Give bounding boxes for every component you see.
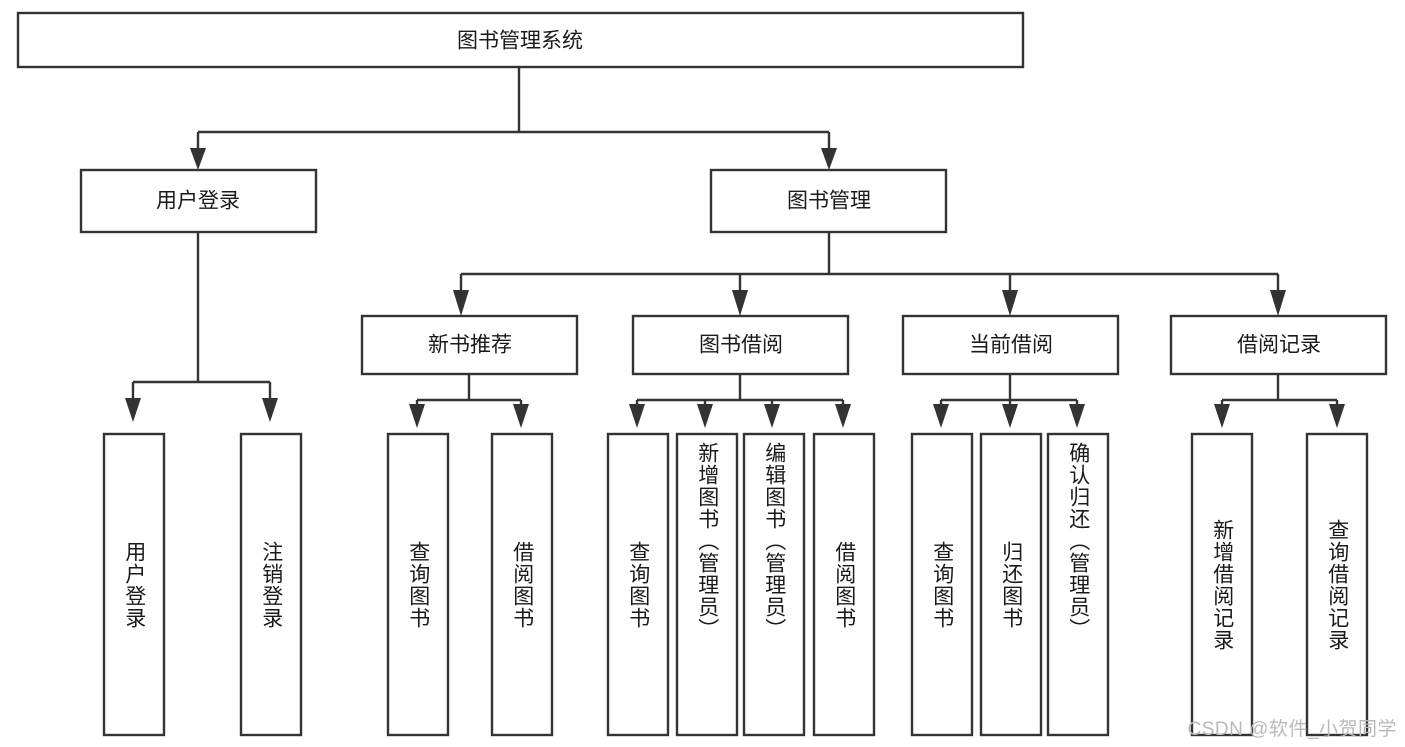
node-box-leaf-borrow-record-1[interactable] — [1190, 432, 1254, 737]
arrow-head-user-login — [190, 148, 206, 170]
node-box-new-book-recommend[interactable] — [360, 314, 579, 376]
arrow-head-leaf-new-book-1 — [409, 404, 425, 428]
node-box-leaf-current-borrow-2[interactable] — [979, 432, 1043, 737]
node-box-leaf-new-book-2[interactable] — [490, 432, 554, 737]
arrow-head-leaf-borrow-record-1 — [1214, 404, 1230, 428]
node-box-leaf-new-book-1[interactable] — [386, 432, 450, 737]
node-label-root: 图书管理系统 — [457, 30, 583, 53]
node-label-current-borrow: 当前借阅 — [969, 334, 1053, 357]
connector-group-user-login — [125, 232, 278, 422]
node-box-leaf-borrow-record-2[interactable] — [1305, 432, 1369, 737]
arrow-head-leaf-new-book-2 — [513, 404, 529, 428]
node-box-leaf-book-borrow-2[interactable] — [675, 432, 739, 737]
node-box-leaf-current-borrow-1[interactable] — [910, 432, 974, 737]
connector-group-book-borrow — [629, 374, 851, 428]
node-box-leaf-book-borrow-1[interactable] — [606, 432, 670, 737]
node-label-borrow-record: 借阅记录 — [1237, 334, 1321, 357]
arrow-head-leaf-user-login-2 — [262, 398, 278, 422]
node-box-leaf-current-borrow-3[interactable] — [1046, 432, 1110, 737]
arrow-head-leaf-borrow-record-2 — [1329, 404, 1345, 428]
node-box-current-borrow[interactable] — [901, 314, 1120, 376]
arrow-head-leaf-user-login-1 — [125, 398, 141, 422]
arrow-head-leaf-current-borrow-2 — [1002, 404, 1018, 428]
node-label-user-login: 用户登录 — [156, 190, 240, 213]
node-box-leaf-book-borrow-4[interactable] — [812, 432, 876, 737]
node-box-leaf-user-login-1[interactable] — [102, 432, 166, 737]
node-label-book-borrow: 图书借阅 — [699, 334, 783, 357]
arrow-head-leaf-current-borrow-1 — [933, 404, 949, 428]
arrow-head-leaf-current-borrow-3 — [1069, 404, 1085, 428]
connector-group-borrow-record — [1214, 374, 1345, 428]
connector-group-book-mgmt — [453, 232, 1286, 316]
node-box-leaf-user-login-2[interactable] — [239, 432, 303, 737]
connector-group-current-borrow — [933, 374, 1085, 428]
node-box-borrow-record[interactable] — [1169, 314, 1388, 376]
arrow-head-leaf-book-borrow-1 — [629, 404, 645, 428]
node-box-user-login[interactable] — [79, 168, 318, 234]
arrow-head-book-borrow — [732, 290, 748, 316]
node-box-book-borrow[interactable] — [631, 314, 850, 376]
watermark-text: CSDN @软件_小贺同学 — [1187, 719, 1397, 740]
arrow-head-leaf-book-borrow-2 — [697, 404, 713, 428]
node-box-root[interactable] — [16, 11, 1025, 69]
arrow-head-current-borrow — [1002, 290, 1018, 316]
connector-group-root — [190, 67, 837, 170]
arrow-head-book-mgmt — [821, 148, 837, 170]
arrow-head-leaf-book-borrow-4 — [835, 404, 851, 428]
node-box-book-mgmt[interactable] — [709, 168, 948, 234]
node-label-new-book-recommend: 新书推荐 — [428, 334, 512, 357]
node-box-leaf-book-borrow-3[interactable] — [742, 432, 806, 737]
connector-group-new-book — [409, 374, 529, 428]
arrow-head-new-book — [453, 290, 469, 316]
arrow-head-borrow-record — [1270, 290, 1286, 316]
node-label-book-mgmt: 图书管理 — [787, 190, 871, 213]
arrow-head-leaf-book-borrow-3 — [764, 404, 780, 428]
